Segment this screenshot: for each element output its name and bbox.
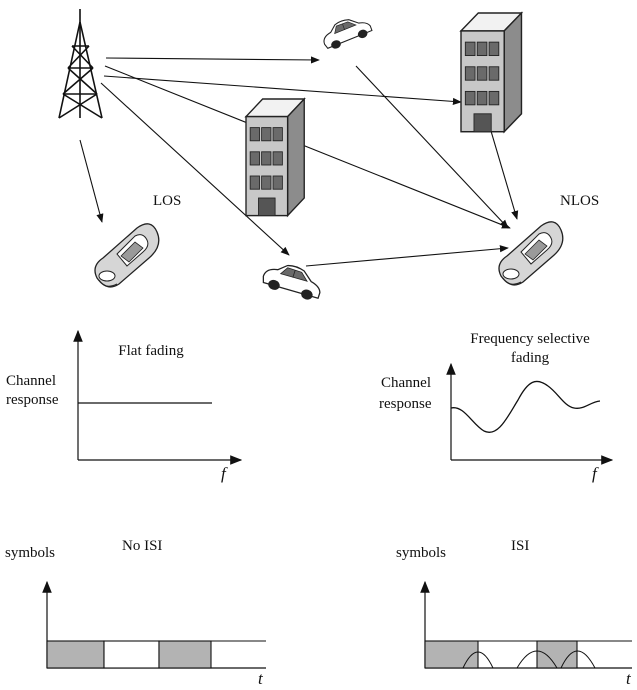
flat-y-label-line2: response [6,392,59,408]
no-isi-title: No ISI [122,538,163,554]
building-icon [245,98,305,217]
no-isi-x-label: t [258,669,263,688]
path-to-car-bottom [100,82,290,256]
isi-y-label: symbols [396,545,447,561]
flat-fading-axes [73,329,243,465]
car-icon [318,11,375,53]
isi-title: ISI [511,538,530,554]
los-label: LOS [153,193,182,209]
selective-x-label: f [592,464,597,483]
no-isi-y-label: symbols [5,545,56,561]
flat-fading-title: Flat fading [118,343,184,359]
selective-title-line2: fading [510,350,550,366]
path-tower-to-nlos [104,65,511,229]
reflection-car-bottom-to-nlos [305,245,509,267]
no-isi-symbols [46,640,266,669]
flat-y-label-line1: Channel [6,373,56,389]
symbol-pulse [536,640,578,669]
selective-y-label-line1: Channel [381,375,431,391]
nlos-label: NLOS [560,193,600,209]
selective-title-line1: Frequency selective [470,331,590,347]
isi-x-label: t [626,669,631,688]
selective-y-label-line2: response [379,396,432,412]
reflection-car-to-nlos [355,65,509,229]
isi-overlap-tails [462,650,596,669]
symbol-pulse [46,640,105,669]
symbol-pulse [103,640,160,669]
mobile-phone-icon [94,223,160,288]
tower-icon [58,9,103,119]
path-to-car-top [105,56,320,64]
mobile-phone-icon [498,221,564,286]
selective-response-curve [450,380,601,433]
symbol-pulse [158,640,212,669]
symbol-pulse [424,640,479,669]
isi-symbols [424,640,632,669]
los-path [79,139,104,223]
selective-fading-axes [446,362,614,465]
path-to-building-right [103,75,462,106]
signal-paths [79,56,519,267]
flat-x-label: f [221,464,226,483]
building-icon [460,12,523,133]
